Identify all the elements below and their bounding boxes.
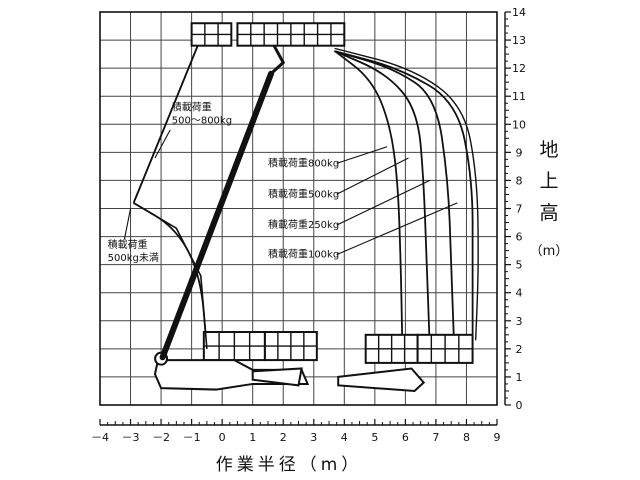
leader-line [336, 146, 388, 164]
y-tick-label: 13 [512, 34, 526, 47]
x-tick-label: 6 [402, 431, 409, 444]
rear-envelope [132, 45, 199, 204]
plot-frame [99, 11, 498, 406]
y-title-char: 地 [539, 139, 558, 161]
label-line: 積載荷重 [108, 238, 148, 251]
y-tick-label: 6 [516, 231, 523, 244]
x-tick-label: 1 [249, 431, 256, 444]
label-line: 500～800kg [172, 115, 232, 126]
y-tick-label: 11 [512, 90, 526, 103]
leader-line [336, 202, 458, 256]
y-tick-label: 10 [512, 118, 526, 131]
y-tick-label: 9 [516, 146, 523, 159]
x-tick-label: －1 [183, 431, 201, 444]
y-tick-label: 1 [516, 371, 523, 384]
x-tick-label: 8 [463, 431, 470, 444]
x-tick-label: －2 [152, 431, 170, 444]
boom-front [337, 367, 426, 392]
x-tick-label: 9 [494, 431, 501, 444]
x-tick-label: 7 [432, 431, 439, 444]
annotations: 積載荷重800kg 積載荷重500kg 積載荷重250kg 積載荷重100kg 積載荷重… [108, 100, 458, 264]
x-tick-label: 2 [280, 431, 287, 444]
y-axis-title: 地上高 （m） [530, 139, 569, 259]
load-label-250kg: 積載荷重250kg [268, 218, 339, 231]
envelope-curve [334, 50, 474, 350]
rear-envelope [133, 202, 208, 349]
y-title-char: 高 [539, 202, 558, 224]
x-tick-label: 0 [219, 431, 226, 444]
envelope-curve [334, 50, 431, 350]
label-line: 500kg未満 [108, 252, 159, 264]
load-label-500-800: 積載荷重 500～800kg [172, 100, 232, 126]
leader-line [154, 129, 171, 159]
load-label-100kg: 積載荷重100kg [268, 248, 339, 261]
y-tick-label: 14 [512, 6, 526, 19]
envelope-curve [334, 50, 404, 350]
x-tick-label: －4 [91, 431, 109, 444]
leader-line [123, 208, 132, 240]
outer-envelope [334, 47, 479, 342]
leader-line [336, 157, 409, 195]
x-tick-label: 3 [310, 431, 317, 444]
machine-and-range [132, 22, 479, 392]
boom-rear-stowed [251, 367, 303, 387]
x-tick-label: 5 [371, 431, 378, 444]
x-tick-label: －3 [122, 431, 140, 444]
label-line: 積載荷重 [172, 100, 212, 113]
grid [99, 11, 498, 406]
leader-line [336, 179, 431, 226]
x-axis: －4 －3 －2 －1 0 1 2 3 4 5 6 7 8 9 [91, 419, 501, 444]
load-label-500kg: 積載荷重500kg [268, 187, 339, 200]
y-tick-label: 4 [516, 287, 523, 300]
y-tick-label: 3 [516, 315, 523, 328]
y-tick-label: 12 [512, 62, 526, 75]
boom-section [161, 72, 273, 359]
boom-head [269, 44, 286, 75]
y-title-char: （m） [530, 244, 569, 259]
y-tick-label: 2 [516, 343, 523, 356]
load-label-800kg: 積載荷重800kg [268, 156, 339, 169]
x-tick-label: 4 [341, 431, 348, 444]
x-axis-title: 作業半径（m） [216, 455, 363, 475]
y-tick-label: 7 [516, 203, 523, 216]
y-title-char: 上 [539, 170, 558, 192]
y-tick-label: 0 [516, 399, 523, 412]
y-tick-label: 8 [516, 174, 523, 187]
y-tick-label: 5 [516, 259, 523, 272]
